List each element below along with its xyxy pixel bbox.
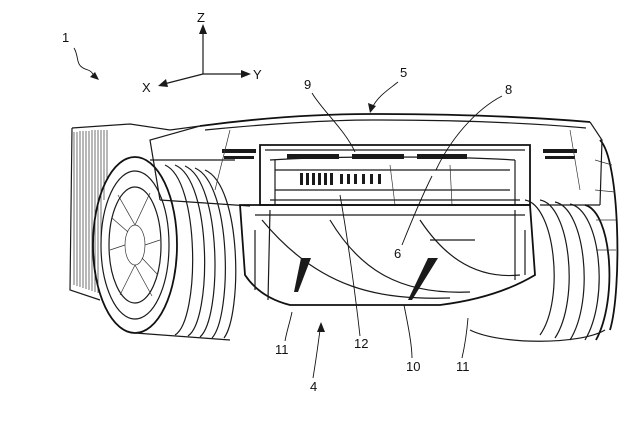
callout-wheel-right: 11 — [456, 359, 470, 374]
diffuser-fin-left — [294, 258, 311, 292]
left-tail-light — [222, 149, 256, 153]
callout-body-leader — [371, 81, 399, 109]
z-axis-label: Z — [197, 10, 205, 25]
callout-wing: 9 — [304, 77, 311, 92]
x-axis-arrowhead — [158, 79, 168, 87]
rear-diffuser — [239, 204, 536, 306]
callout-slot-leader — [435, 95, 503, 171]
left-body-side — [69, 123, 201, 301]
callout-underbody-leader — [312, 329, 321, 379]
figure-reference-label: 1 — [62, 30, 69, 45]
callout-underbody-arrowhead — [317, 322, 325, 332]
callout-diffuser-leader — [401, 175, 433, 246]
callout-diffuser: 6 — [394, 246, 401, 261]
z-axis-arrowhead — [199, 24, 207, 34]
coordinate-axes: Z Y X — [142, 10, 262, 95]
callout-wheel-right-leader — [461, 317, 469, 359]
callout-fin-leader — [403, 304, 413, 359]
rear-body-shell — [149, 113, 603, 207]
diffuser-fin-right — [408, 258, 438, 300]
right-tail-light — [543, 149, 577, 153]
callout-channel-leader — [339, 194, 361, 337]
vent-slots — [300, 173, 381, 185]
callout-underbody: 4 — [310, 379, 317, 394]
x-axis-line — [163, 73, 204, 85]
callout-channel: 12 — [354, 336, 368, 351]
y-axis-arrowhead — [241, 70, 251, 78]
callout-wheel-left-leader — [284, 311, 293, 342]
callout-wing-leader — [311, 92, 356, 153]
y-axis-label: Y — [253, 67, 262, 82]
callouts: 5 9 8 6 12 10 11 11 4 — [275, 65, 512, 394]
callout-slot: 8 — [505, 82, 512, 97]
callout-body: 5 — [400, 65, 407, 80]
figure-reference-arrowhead — [90, 72, 99, 80]
left-wheel — [92, 156, 237, 341]
x-axis-label: X — [142, 80, 151, 95]
callout-fin: 10 — [406, 359, 420, 374]
rear-wing — [259, 144, 531, 206]
right-wheel — [469, 139, 619, 342]
callout-body-arrowhead — [368, 103, 376, 113]
callout-wheel-left: 11 — [275, 342, 289, 357]
